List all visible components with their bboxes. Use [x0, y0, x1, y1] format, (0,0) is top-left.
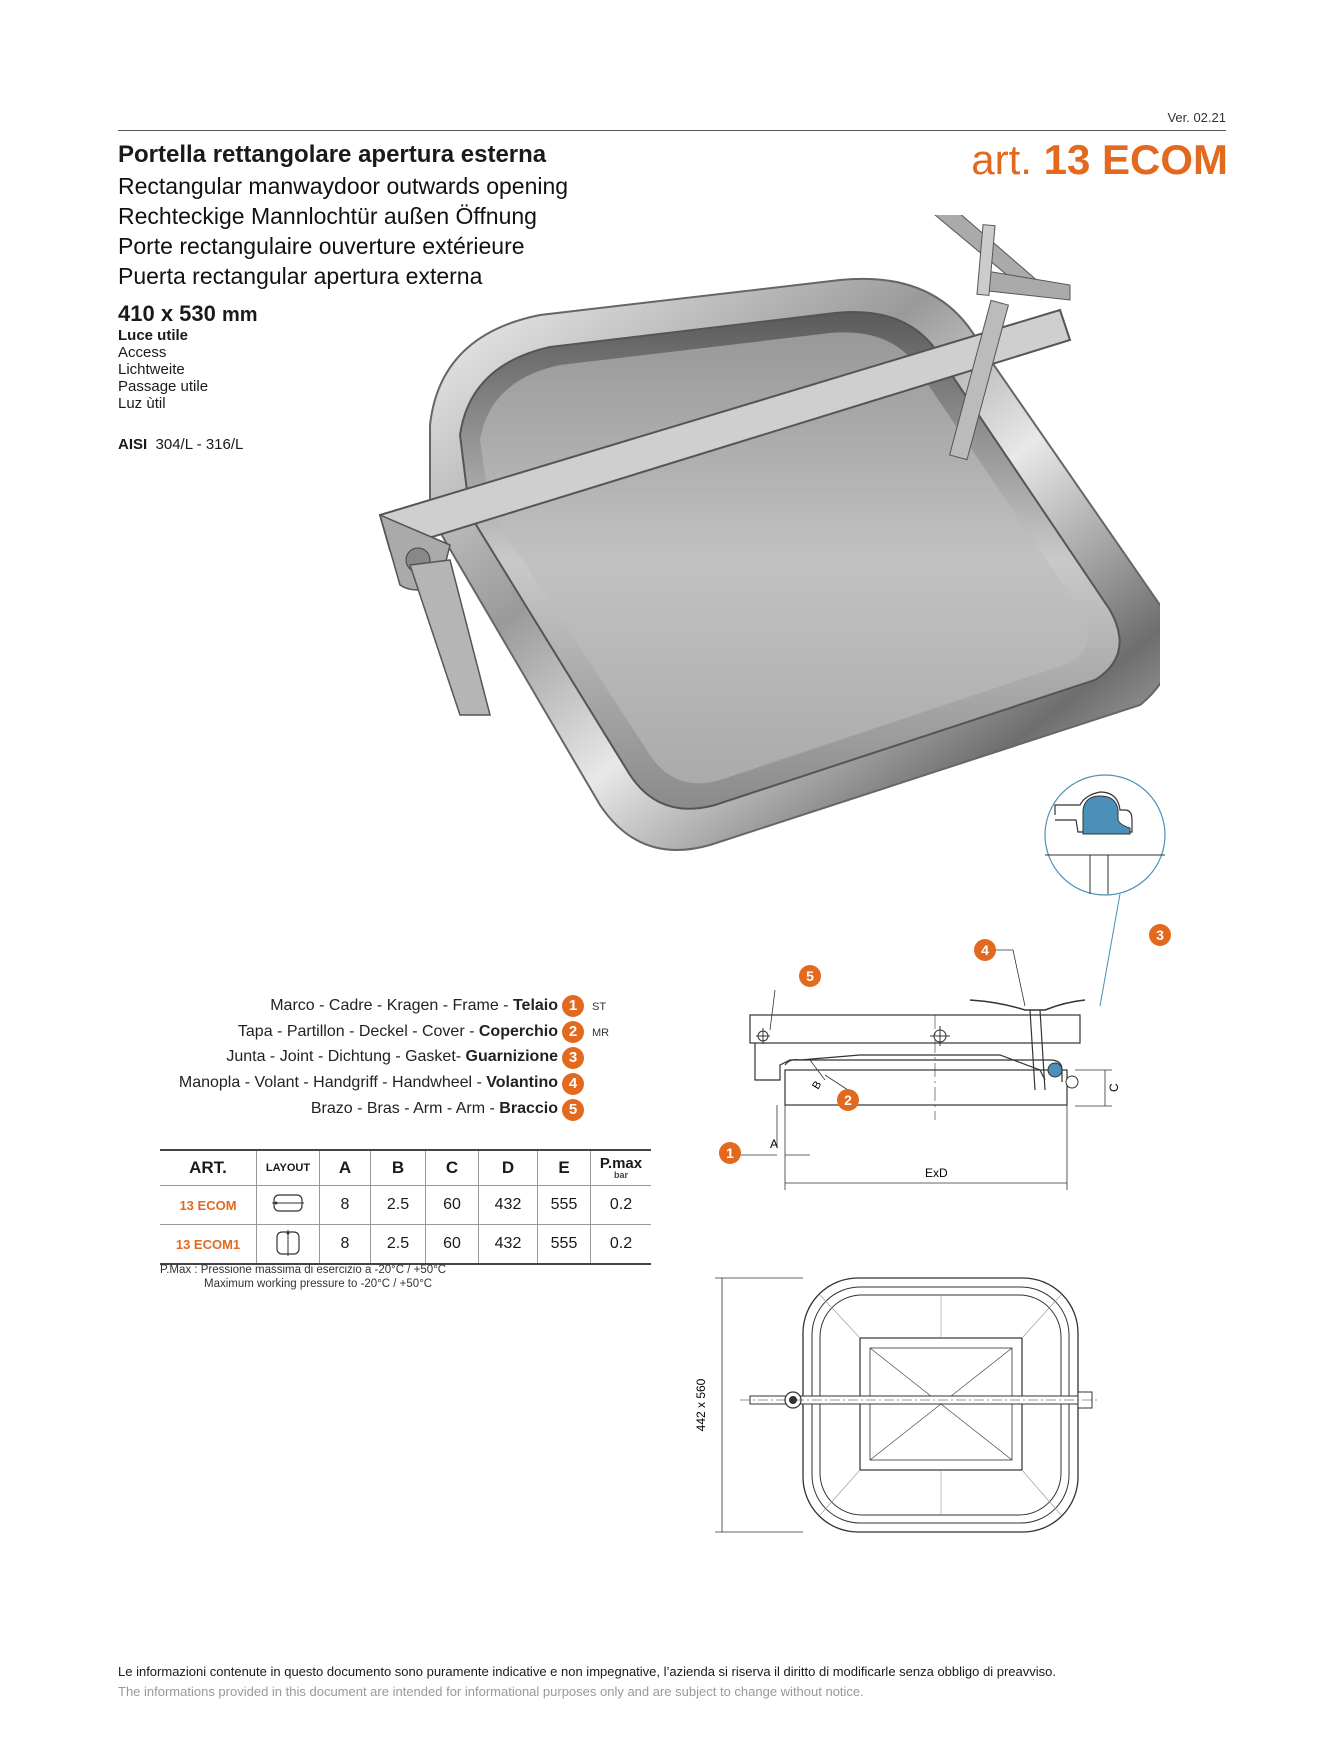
layout-icon-vertical: [256, 1224, 320, 1265]
col-art: ART.: [160, 1149, 257, 1186]
luce-label-it: Luce utile: [118, 327, 189, 344]
dim-label-exd: ExD: [925, 1166, 948, 1180]
product-photo: [378, 215, 1160, 851]
subtitle-en: Rectangular manwaydoor outwards opening: [118, 173, 569, 199]
svg-text:1: 1: [726, 1145, 734, 1161]
side-section-drawing: A B C ExD 5 4 3 2 1: [719, 774, 1171, 1190]
luce-label-fr: Passage utile: [118, 378, 209, 395]
dim-label-a: A: [770, 1137, 778, 1151]
luce-label-de: Lichtweite: [118, 361, 185, 378]
cell-e: 555: [537, 1224, 591, 1265]
footer-disclaimer-it: Le informazioni contenute in questo docu…: [118, 1664, 1056, 1679]
legend-badge-4: 4: [562, 1073, 584, 1095]
cell-e: 555: [537, 1185, 591, 1225]
cell-d: 432: [478, 1185, 538, 1225]
svg-text:4: 4: [981, 942, 989, 958]
cell-pmax: 0.2: [590, 1224, 651, 1265]
subtitle-fr: Porte rectangulaire ouverture extérieure: [118, 233, 525, 259]
header-divider: [118, 130, 1226, 131]
legend-badge-2: 2: [562, 1021, 584, 1043]
callout-4: 4: [974, 939, 996, 961]
cell-a: 8: [319, 1185, 371, 1225]
luce-label-es: Luz ùtil: [118, 395, 166, 412]
version-label: Ver. 02.21: [1167, 110, 1226, 125]
subtitle-es: Puerta rectangular apertura externa: [118, 263, 483, 289]
callout-3: 3: [1149, 924, 1171, 946]
callout-2: 2: [837, 1089, 859, 1111]
legend-item-volantino: Manopla - Volant - Handgriff - Handwheel…: [178, 1074, 558, 1091]
cell-a: 8: [319, 1224, 371, 1265]
callout-1: 1: [719, 1142, 741, 1164]
legend-item-coperchio: Tapa - Partillon - Deckel - Cover - Cope…: [237, 1023, 558, 1040]
legend-badge-1: 1: [562, 995, 584, 1017]
size-value: 410 x 530 mm: [118, 301, 258, 327]
pmax-note-it: P.Max : Pressione massima di esercizio a…: [160, 1264, 447, 1276]
col-e: E: [537, 1149, 591, 1186]
dim-label-c: C: [1107, 1083, 1121, 1092]
gasket-detail-fill: [1082, 795, 1131, 835]
svg-text:5: 5: [806, 968, 814, 984]
top-view-drawing: 442 x 560: [694, 1277, 1100, 1533]
size-unit: mm: [222, 304, 258, 326]
aisi-material: AISI 304/L - 316/L: [118, 436, 244, 453]
table-row: 13 ECOM1 8 2.5 60 432 555 0.2: [160, 1224, 651, 1265]
legend-tag-st: ST: [592, 1001, 607, 1013]
manway-door-photo: [378, 215, 1160, 851]
col-d: D: [478, 1149, 538, 1186]
legend-item-braccio: Brazo - Bras - Arm - Arm - Braccio: [310, 1100, 558, 1117]
cell-c: 60: [425, 1224, 479, 1265]
cell-b: 2.5: [370, 1185, 426, 1225]
page-title: Portella rettangolare apertura esterna: [118, 141, 547, 168]
pmax-note-en: Maximum working pressure to -20°C / +50°…: [204, 1278, 433, 1290]
subtitle-de: Rechteckige Mannlochtür außen Öffnung: [118, 203, 537, 229]
layout-icon-horizontal: [256, 1185, 320, 1225]
cell-c: 60: [425, 1185, 479, 1225]
svg-text:2: 2: [844, 1092, 852, 1108]
legend-badge-3: 3: [562, 1047, 584, 1069]
svg-text:3: 3: [1156, 927, 1164, 943]
cell-pmax: 0.2: [590, 1185, 651, 1225]
dim-label-b: B: [810, 1079, 824, 1091]
dim-label-vertical: 442 x 560: [694, 1378, 708, 1431]
legend-item-guarnizione: Junta - Joint - Dichtung - Gasket- Guarn…: [226, 1048, 558, 1065]
size-dimensions: 410 x 530: [118, 301, 216, 326]
footer-disclaimer-en: The informations provided in this docume…: [118, 1684, 864, 1699]
cell-b: 2.5: [370, 1224, 426, 1265]
legend-item-telaio: Marco - Cadre - Kragen - Frame - Telaio: [270, 997, 558, 1014]
col-c: C: [425, 1149, 479, 1186]
legend-badge-5: 5: [562, 1099, 584, 1121]
table-row: 13 ECOM 8 2.5 60 432 555 0.2: [160, 1185, 651, 1225]
callout-5: 5: [799, 965, 821, 987]
col-a: A: [319, 1149, 371, 1186]
luce-label-en: Access: [118, 344, 167, 361]
cell-art: 13 ECOM: [160, 1185, 257, 1225]
cell-d: 432: [478, 1224, 538, 1265]
legend-tag-mr: MR: [592, 1027, 610, 1039]
col-layout: LAYOUT: [256, 1149, 320, 1186]
article-code: art. 13 ECOM: [971, 136, 1228, 183]
cell-art: 13 ECOM1: [160, 1224, 257, 1265]
col-b: B: [370, 1149, 426, 1186]
